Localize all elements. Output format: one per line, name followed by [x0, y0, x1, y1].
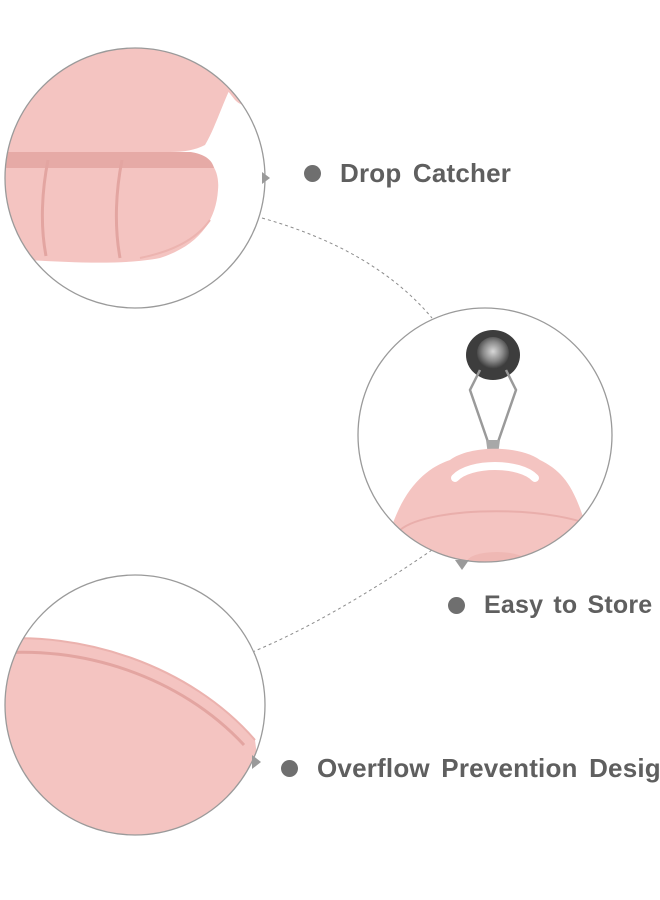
bullet-dot-icon	[448, 597, 465, 614]
feature-easy-to-store: Easy to Store	[448, 591, 652, 620]
bullet-dot-icon	[281, 760, 298, 777]
feature-label-easy-to-store: Easy to Store	[484, 591, 653, 619]
overflow-rim-detail-circle	[4, 574, 266, 836]
feature-label-drop-catcher: Drop Catcher	[340, 158, 512, 188]
feature-drop-catcher: Drop Catcher	[304, 158, 511, 189]
connector-lines	[249, 217, 433, 654]
feature-label-overflow-prevention: Overflow Prevention Design	[317, 753, 660, 783]
feature-overflow-prevention: Overflow Prevention Design	[281, 753, 660, 784]
easy-store-detail-circle	[357, 307, 613, 570]
drop-catcher-detail-circle	[4, 47, 270, 309]
bullet-dot-icon	[304, 165, 321, 182]
